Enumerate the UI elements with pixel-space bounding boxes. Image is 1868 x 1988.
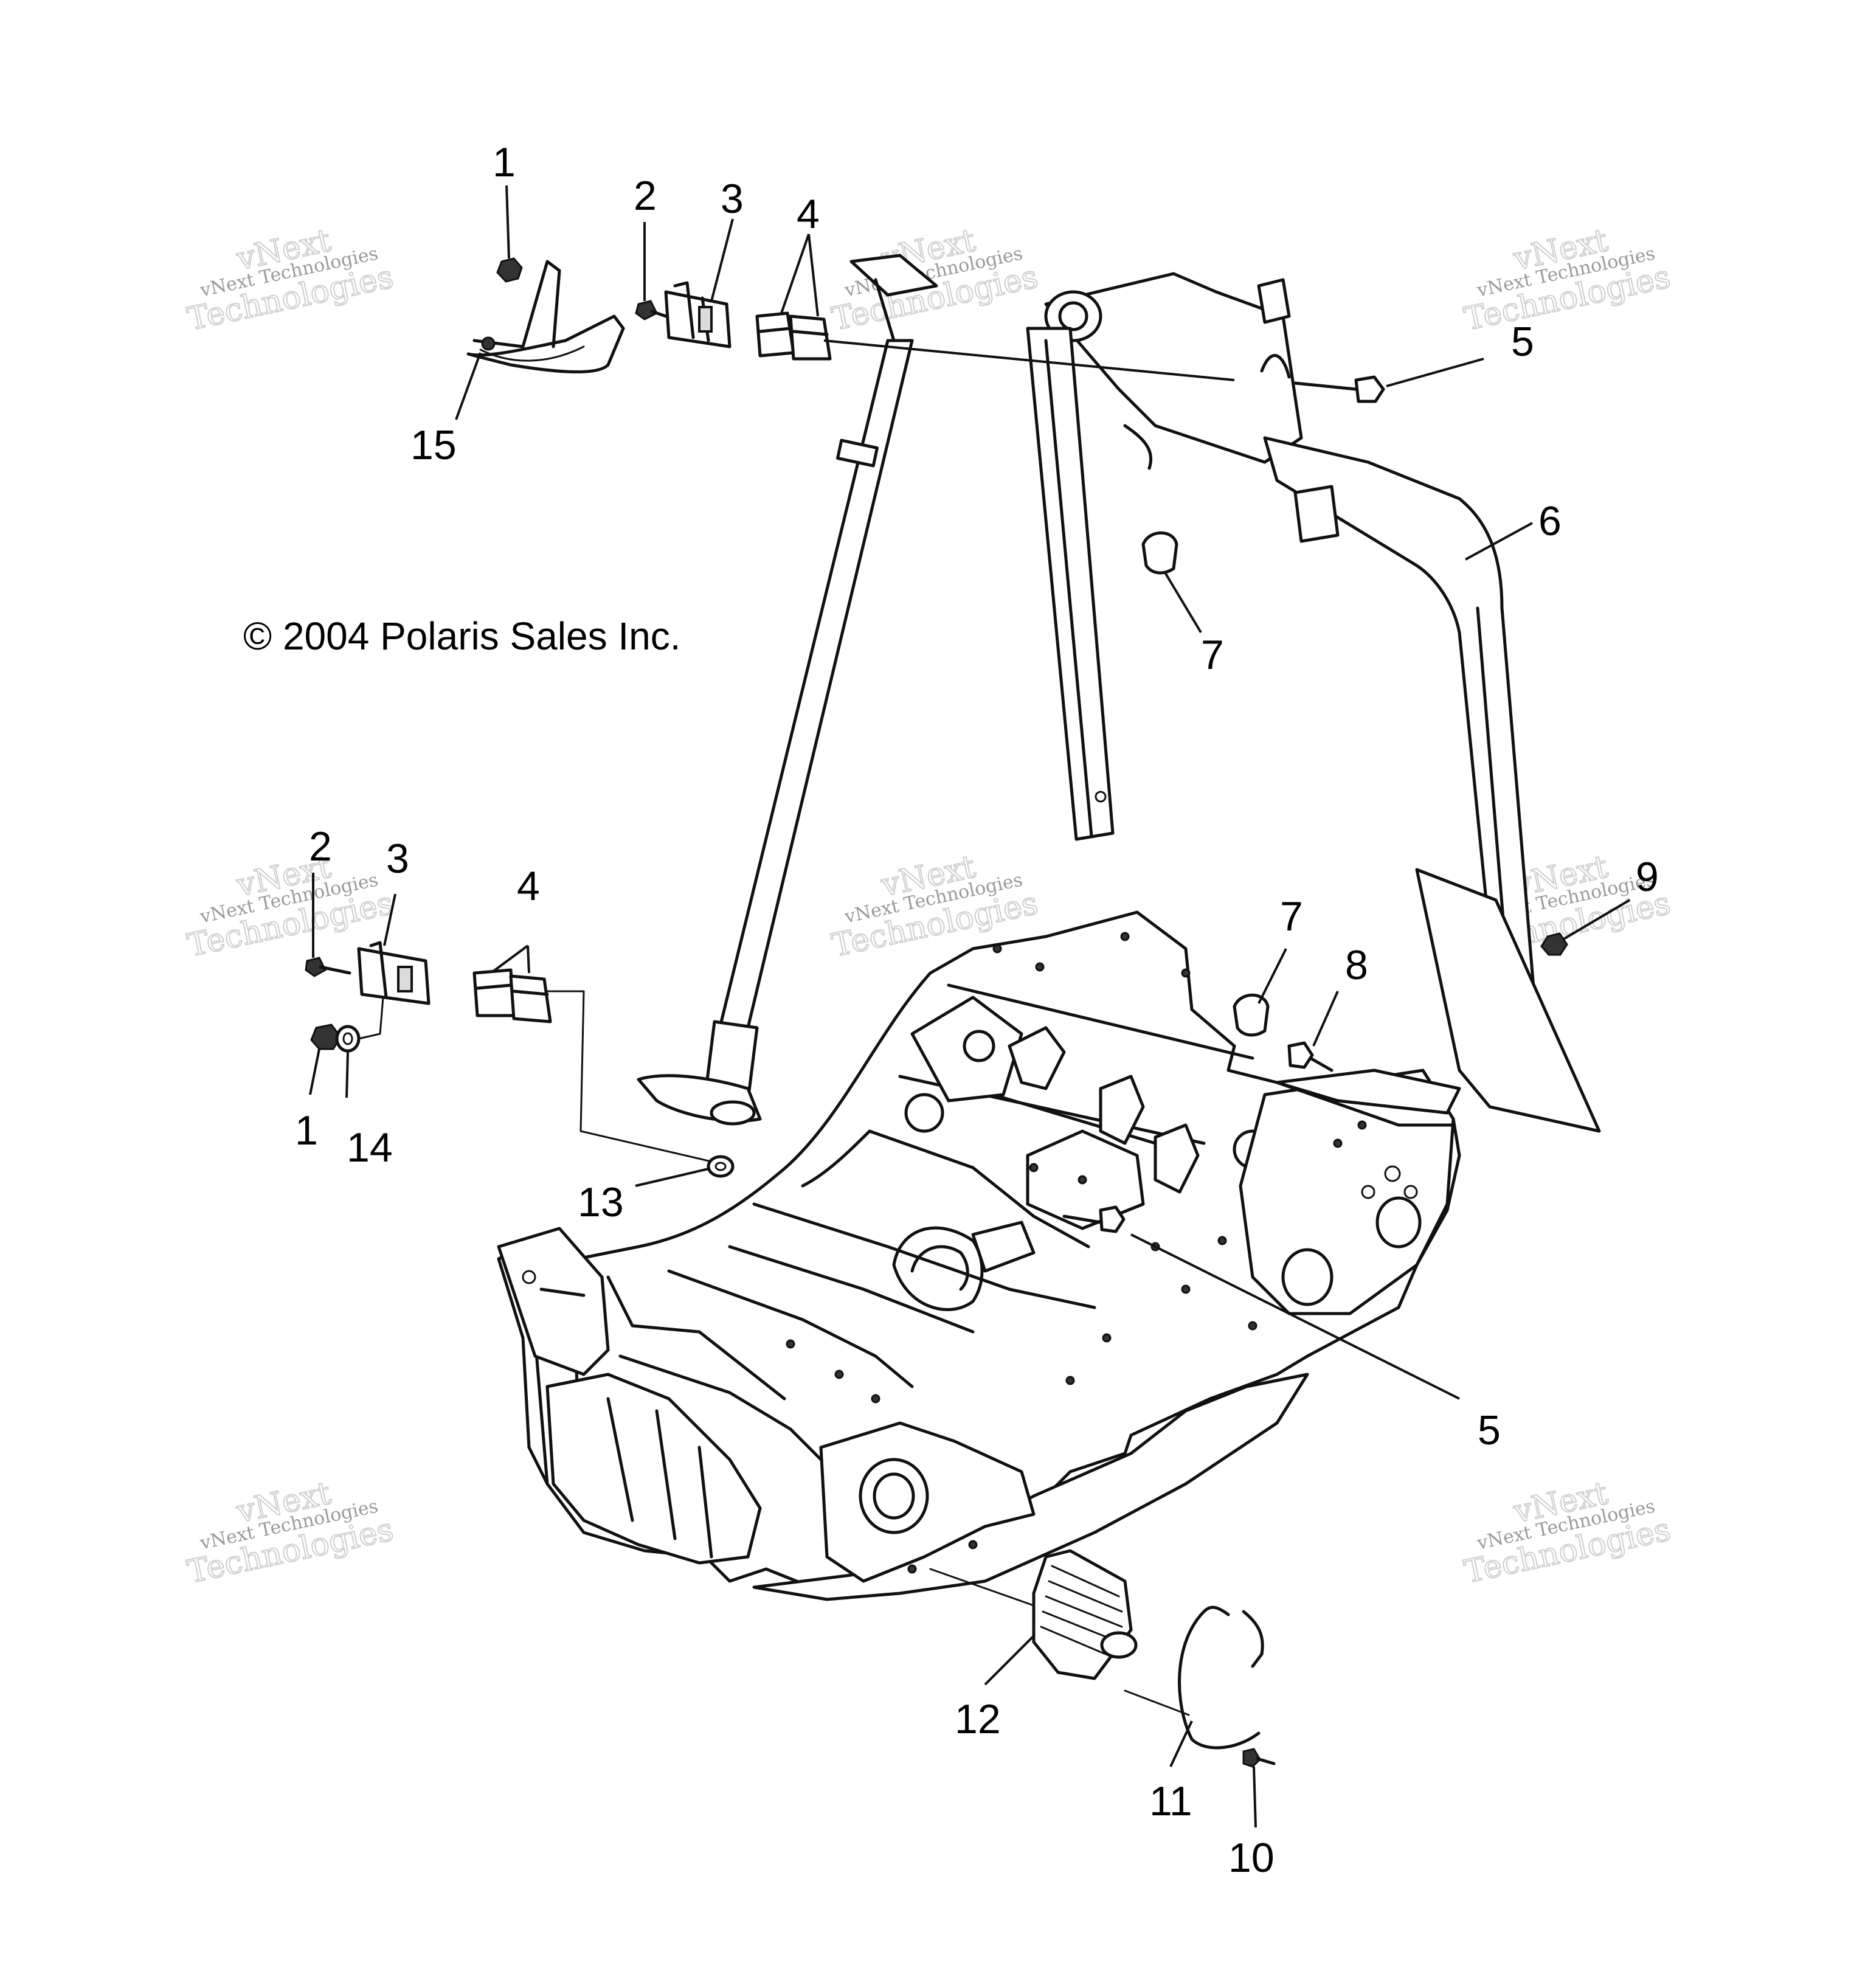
callout-6: 6 [1538,498,1562,544]
part-1-nut-top [496,257,523,283]
part-5-bolt-top [1293,375,1385,403]
callout-10: 10 [1228,1835,1275,1881]
part-7-clip-upper [1141,531,1178,575]
callout-1-lower: 1 [295,1107,318,1154]
watermark-top-right: vNext vNext Technologies Technologies [1461,221,1674,338]
callout-7: 7 [1201,632,1224,678]
part-15-bracket [466,260,625,374]
callout-9: 9 [1636,854,1659,900]
leader-bushing-frame [546,990,713,1163]
frame-rivets [786,932,1367,1574]
part-11-retainer [1124,1605,1264,1750]
part-10-screw [1242,1748,1276,1768]
steering-post [637,254,938,1126]
part-14-washer [335,996,384,1053]
callout-13: 13 [578,1179,624,1225]
part-2-bolt-top [635,300,668,320]
part-4-bushings-top [755,311,832,361]
part-7-clip-lower [1233,993,1270,1037]
part-8-bolt [1287,1041,1334,1072]
watermark-bottom-right: vNext vNext Technologies Technologies [1461,1474,1674,1591]
callout-7-lower: 7 [1280,893,1303,940]
callout-15: 15 [410,422,457,468]
part-3-clamp-lower [357,941,431,1005]
part-3-clamp-top [664,281,732,348]
part-6-steering-support [1026,272,1540,1060]
callout-1: 1 [493,139,516,185]
watermark-top-center: vNext vNext Technologies Technologies [828,221,1042,338]
callouts: 1 2 3 4 5 6 7 15 2 3 4 1 14 7 8 9 13 5 1… [295,139,1659,1881]
callout-11: 11 [1149,1778,1192,1824]
callout-8: 8 [1345,942,1368,988]
watermark-mid-left: vNext vNext Technologies Technologies [184,848,397,965]
part-12-boot [929,1549,1138,1680]
part-5-bolt-lower [1062,1205,1126,1233]
leader-boot-frame [929,1568,1035,1607]
callout-4: 4 [797,191,820,237]
callout-4-lower: 4 [517,863,540,909]
watermark-top-left: vNext vNext Technologies Technologies [184,221,397,338]
watermark-bottom-left: vNext vNext Technologies Technologies [184,1474,397,1591]
part-13-washer [707,1155,735,1178]
part-9-nut [1540,932,1568,956]
main-chassis-frame [497,868,1601,1601]
leader-lines [309,185,1631,1828]
callout-3-lower: 3 [386,836,409,882]
part-4-bushings-lower [472,968,552,1023]
callout-5: 5 [1511,319,1534,365]
part-1-nut-lower [310,1023,342,1050]
copyright-text: © 2004 Polaris Sales Inc. [243,614,681,658]
callout-5-lower: 5 [1478,1407,1501,1453]
part-2-bolt-lower [305,957,351,977]
callout-2-lower: 2 [309,823,332,870]
callout-14: 14 [347,1124,393,1171]
callout-12: 12 [955,1696,1001,1742]
callout-3: 3 [721,176,744,222]
callout-2: 2 [634,173,657,219]
